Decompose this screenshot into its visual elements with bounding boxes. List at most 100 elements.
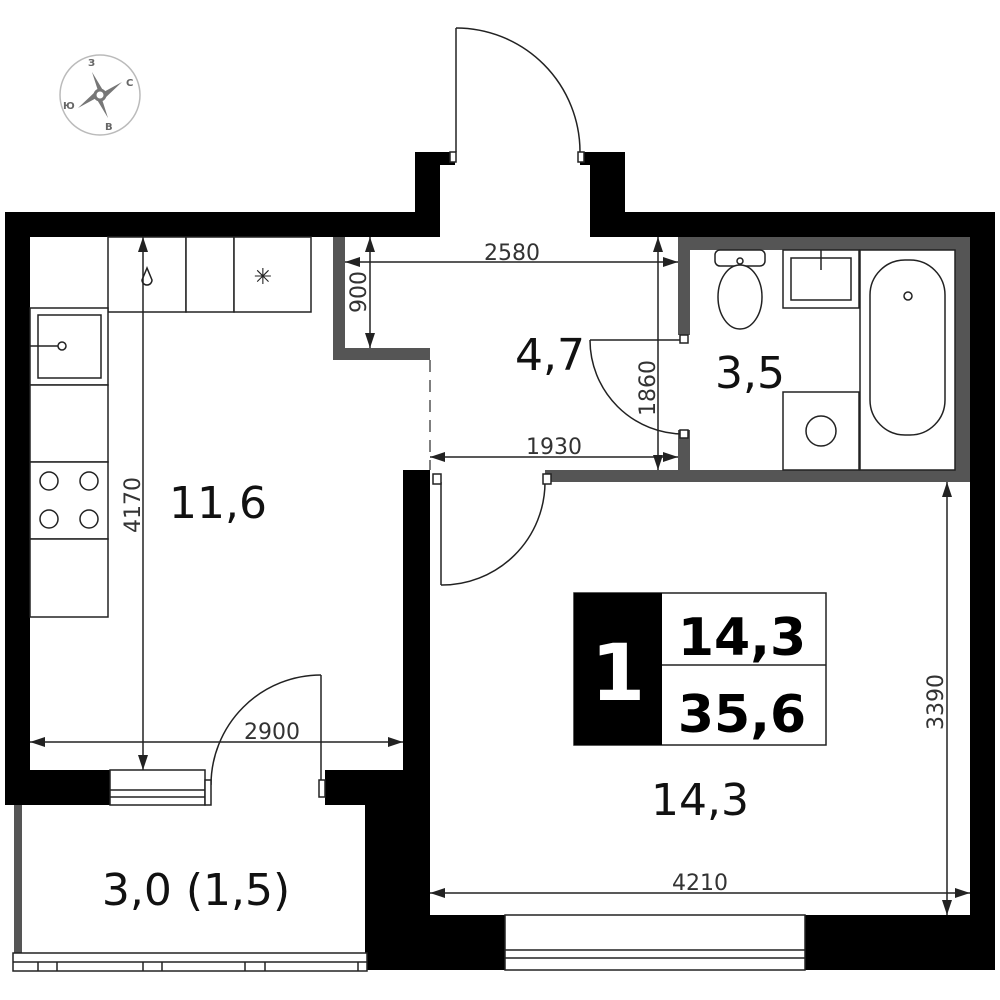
plan-shape (574, 593, 662, 745)
dim-kitchen-depth: 4170 (121, 477, 146, 533)
plan-shape (210, 674, 322, 786)
plan-shape (14, 805, 22, 955)
compass-rose-icon (78, 72, 122, 118)
plan-shape (653, 455, 663, 470)
plan-shape (805, 415, 837, 447)
plan-shape (678, 237, 970, 250)
dim-kitchen-width: 2900 (244, 720, 300, 745)
room-area-balcony: 3,0 (1,5) (102, 865, 290, 916)
dim-hall-depth: 1860 (636, 360, 661, 416)
toilet-icon (714, 249, 766, 330)
plan-shape (736, 257, 744, 265)
bathtub-icon (859, 249, 956, 471)
plan-shape (365, 237, 375, 252)
rooms-count: 1 (591, 629, 645, 719)
apartment-summary-badge: 1 14,3 35,6 (573, 592, 827, 746)
plan-shape (29, 384, 109, 463)
plan-shape (653, 237, 663, 252)
plan-shape (29, 538, 109, 618)
plan-shape (942, 900, 952, 915)
plan-shape (430, 452, 445, 462)
plan-shape (415, 152, 440, 237)
dimension-lines: 2580 900 1860 1930 4170 2900 3390 4210 (30, 237, 970, 915)
plan-shape (440, 481, 546, 586)
plan-shape (39, 509, 59, 529)
dim-hall-width: 2580 (484, 241, 540, 266)
partitions (14, 237, 970, 955)
plan-shape (233, 236, 312, 313)
plan-shape (415, 152, 455, 165)
plan-shape (432, 473, 442, 485)
plan-shape (782, 391, 860, 471)
fan-icon: ✳ (254, 265, 272, 290)
plan-shape (942, 482, 952, 497)
plan-shape (79, 471, 99, 491)
bathroom-fixtures (714, 249, 956, 471)
door-entrance (449, 27, 585, 163)
plan-shape (449, 151, 457, 163)
plan-shape (903, 291, 913, 301)
plan-shape (403, 470, 430, 945)
room-area-bathroom: 3,5 (715, 348, 785, 399)
room-area-bedroom: 14,3 (651, 775, 749, 826)
compass-west: З (88, 58, 95, 69)
dim-hall-lower: 1930 (526, 435, 582, 460)
plan-shape (5, 770, 110, 805)
plan-shape (5, 212, 440, 237)
plan-shape (679, 429, 689, 439)
plan-shape (185, 236, 235, 313)
plan-shape (365, 333, 375, 348)
stove-icon (29, 461, 109, 540)
plan-shape (970, 212, 995, 945)
plan-shape (805, 915, 995, 970)
plan-shape (30, 737, 45, 747)
plan-shape (318, 779, 326, 798)
dim-bedroom-depth: 3390 (924, 674, 949, 730)
door-bathroom (589, 334, 689, 439)
room-area-hallway: 4,7 (515, 330, 585, 381)
plan-shape (5, 212, 30, 805)
plan-shape (39, 471, 59, 491)
compass-south: Ю (63, 101, 75, 112)
washbasin-icon (782, 249, 860, 309)
plan-shape (107, 236, 187, 313)
compass: З С Ю В (59, 54, 141, 136)
plan-shape (545, 470, 970, 482)
kitchen-furniture: ✳ (29, 236, 312, 618)
plan-shape (345, 257, 360, 267)
window-bedroom (504, 914, 806, 971)
plan-shape (678, 430, 690, 482)
plan-shape (455, 27, 581, 153)
plan-shape (504, 914, 806, 971)
plan-shape (30, 237, 970, 915)
plan-shape (577, 151, 585, 163)
compass-north: С (126, 78, 133, 89)
plan-shape (717, 264, 763, 330)
plan-shape (333, 348, 430, 360)
water-drop-icon (141, 266, 153, 286)
plan-shape (600, 212, 995, 237)
plan-shape (542, 473, 552, 485)
door-balcony (204, 674, 326, 806)
plan-shape (955, 888, 970, 898)
plan-shape (869, 259, 946, 436)
plan-shape (138, 237, 148, 252)
room-area-kitchen: 11,6 (169, 478, 267, 529)
plan-shape (589, 339, 685, 435)
plan-shape (679, 334, 689, 344)
plan-shape (109, 769, 206, 806)
door-bedroom (432, 473, 552, 586)
living-area: 14,3 (678, 608, 806, 668)
dim-hall-niche: 900 (347, 271, 372, 313)
dim-bedroom-width: 4210 (672, 871, 728, 896)
plan-shape (388, 737, 403, 747)
plan-shape (663, 257, 678, 267)
exterior-walls (5, 152, 995, 970)
plan-shape (138, 755, 148, 770)
plan-shape (365, 915, 505, 970)
plan-shape (204, 779, 212, 806)
plan-shape (430, 888, 445, 898)
window-balcony (12, 952, 368, 972)
plan-shape (580, 152, 625, 165)
